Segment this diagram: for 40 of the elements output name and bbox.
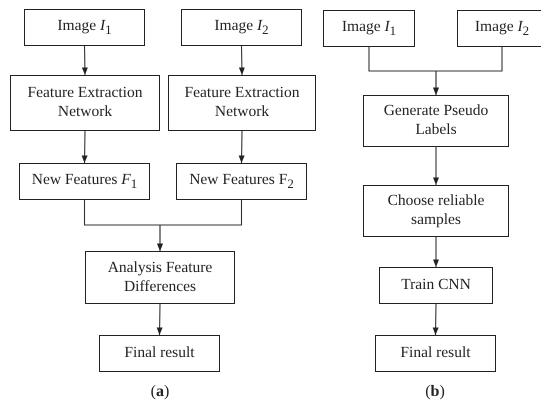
process-box: [10, 75, 160, 131]
process-box: [85, 251, 235, 304]
process-box: [168, 75, 316, 131]
process-box: [19, 163, 150, 200]
panel-label: (b): [425, 383, 445, 401]
process-box: [363, 185, 509, 237]
box-label: Image I$_{2}$: [214, 17, 269, 38]
box-label: Final result: [124, 344, 195, 363]
arrow: [432, 304, 439, 335]
process-box: [181, 9, 302, 46]
box-label: Analysis Feature Differences: [106, 258, 214, 296]
process-box: [379, 267, 493, 304]
box-label: Image I$_{1}$: [342, 18, 396, 39]
panel-label: (a): [150, 383, 170, 401]
box-label: Choose reliable samples: [386, 192, 486, 230]
arrow: [82, 131, 88, 163]
arrow: [156, 304, 163, 335]
process-box: [176, 163, 307, 200]
box-label: Generate Pseudo Labels: [382, 102, 490, 140]
process-box: [375, 335, 496, 372]
process-box: [24, 9, 145, 46]
arrow: [82, 46, 88, 75]
process-box: [457, 10, 541, 47]
arrow: [238, 131, 245, 163]
box-label: Image I$_{2}$: [474, 18, 530, 39]
arrow: [432, 147, 440, 185]
process-box: [99, 335, 220, 372]
box-label: Feature Extraction Network: [184, 84, 300, 122]
arrow: [156, 200, 242, 251]
box-label: Final result: [400, 344, 471, 363]
arrow: [432, 47, 503, 95]
arrow: [432, 237, 440, 267]
process-box: [323, 10, 415, 47]
box-label: Train CNN: [401, 276, 471, 295]
box-label: New Features F$_{2}$: [189, 171, 294, 192]
arrow: [238, 46, 245, 75]
box-label: Feature Extraction Network: [26, 84, 144, 122]
box-label: New Features F$_{1}$: [32, 171, 138, 192]
process-box: [363, 95, 509, 147]
box-label: Image I$_{1}$: [57, 17, 112, 38]
